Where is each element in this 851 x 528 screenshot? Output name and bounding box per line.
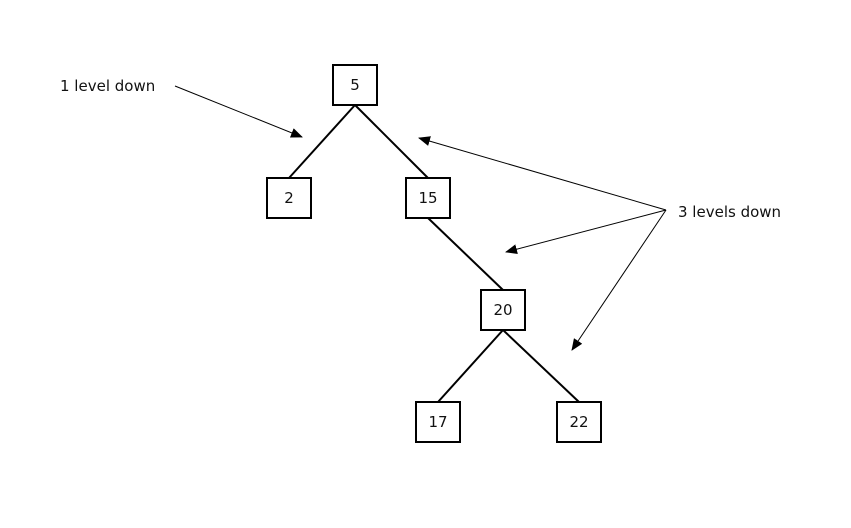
tree-edges bbox=[288, 104, 580, 403]
annotation-three-levels: 3 levels down bbox=[418, 136, 781, 351]
tree-node: 15 bbox=[405, 177, 451, 219]
tree-node: 17 bbox=[415, 401, 461, 443]
node-label: 5 bbox=[350, 76, 360, 94]
annotation-arrow bbox=[174, 85, 303, 138]
node-label: 22 bbox=[569, 413, 588, 431]
node-box bbox=[266, 177, 312, 219]
node-label: 20 bbox=[493, 301, 512, 319]
annotation-arrow bbox=[418, 136, 667, 211]
annotation-label: 3 levels down bbox=[678, 203, 781, 221]
edge-20-22 bbox=[502, 329, 580, 403]
node-box bbox=[405, 177, 451, 219]
node-label: 15 bbox=[418, 189, 437, 207]
annotation-arrow bbox=[505, 209, 667, 255]
tree-node: 2 bbox=[266, 177, 312, 219]
edge-5-2 bbox=[288, 104, 356, 179]
node-box bbox=[556, 401, 602, 443]
node-label: 2 bbox=[284, 189, 294, 207]
node-box bbox=[332, 64, 378, 106]
tree-node: 20 bbox=[480, 289, 526, 331]
tree-node: 22 bbox=[556, 401, 602, 443]
node-box bbox=[480, 289, 526, 331]
annotation-one-level: 1 level down bbox=[60, 77, 303, 138]
node-label: 17 bbox=[428, 413, 447, 431]
edge-20-17 bbox=[437, 329, 504, 403]
edge-5-15 bbox=[354, 104, 429, 179]
node-box bbox=[415, 401, 461, 443]
tree-node: 5 bbox=[332, 64, 378, 106]
annotation-label: 1 level down bbox=[60, 77, 155, 95]
edge-15-20 bbox=[427, 217, 504, 291]
annotation-arrow bbox=[571, 209, 667, 351]
